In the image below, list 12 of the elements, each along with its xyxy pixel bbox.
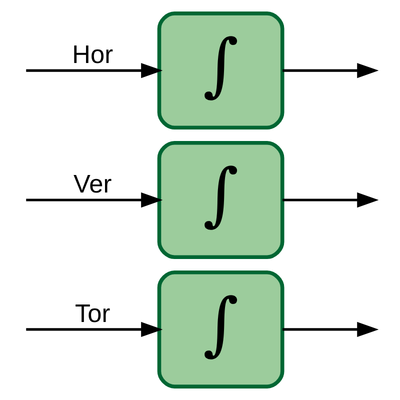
arrow	[26, 322, 162, 338]
arrow	[282, 62, 378, 78]
edge-label: Hor	[72, 40, 113, 69]
edge-label: Ver	[73, 170, 112, 198]
node-box: ∫	[156, 140, 284, 260]
node-box: ∫	[156, 270, 284, 388]
arrow	[26, 192, 162, 208]
arrow	[282, 192, 378, 208]
edge-label: Tor	[74, 300, 110, 328]
arrow	[26, 62, 162, 78]
node-box: ∫	[156, 12, 284, 130]
arrow	[282, 322, 378, 338]
